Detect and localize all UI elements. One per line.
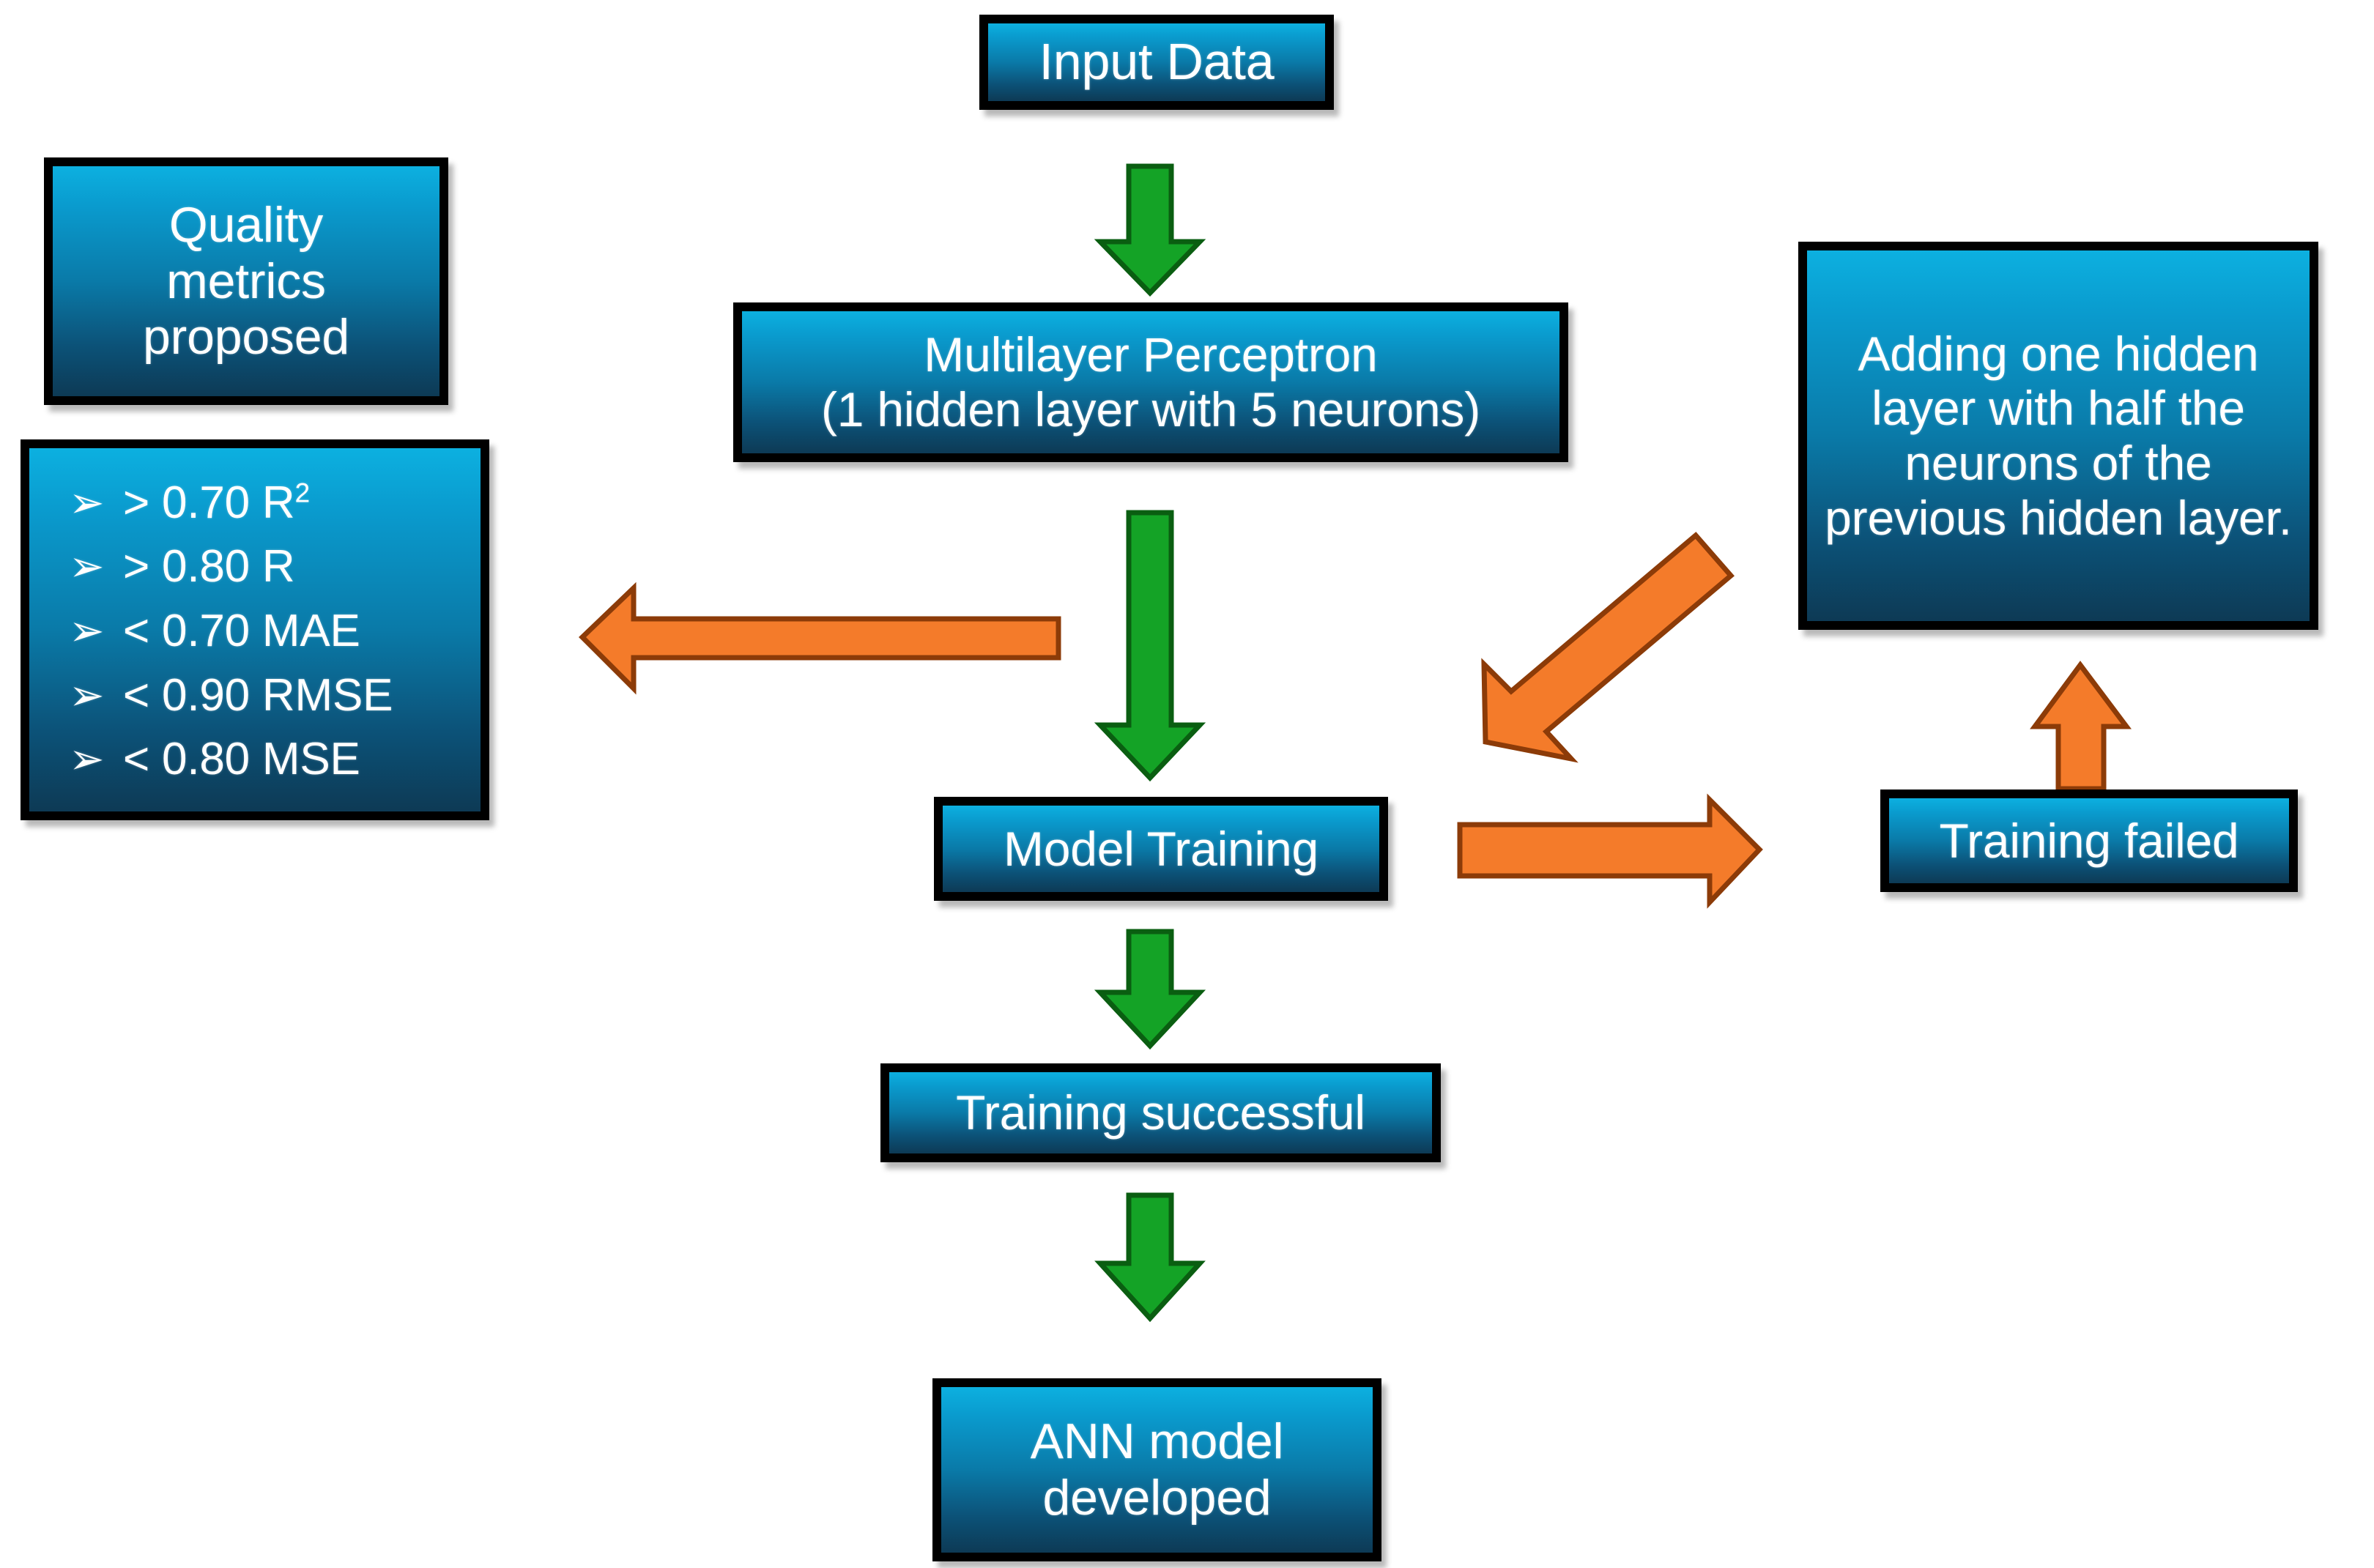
arrow-model-training-to-training-failed-icon <box>1457 793 1763 909</box>
metric-label: < 0.80 MSE <box>123 734 360 785</box>
node-model-training-label: Model Training <box>1003 821 1319 876</box>
node-mlp-line-2: (1 hidden layer with 5 neurons) <box>821 382 1480 436</box>
node-adding-hidden-layer[interactable]: Adding one hidden layer with half the ne… <box>1798 242 2318 630</box>
list-item: ➢ < 0.70 MAE <box>29 606 481 657</box>
list-item: ➢ < 0.90 RMSE <box>29 670 481 721</box>
metric-label: < 0.90 RMSE <box>123 669 393 721</box>
arrow-bullet-icon: ➢ <box>69 671 105 719</box>
node-training-successful-label: Training successful <box>956 1085 1365 1140</box>
node-training-successful[interactable]: Training successful <box>880 1063 1441 1162</box>
node-mlp-line-1: Multilayer Perceptron <box>924 327 1378 382</box>
arrow-bullet-icon: ➢ <box>69 478 105 527</box>
arrow-model-training-to-training-successful-icon <box>1094 929 1206 1050</box>
node-ann-model-text: ANN model developed <box>941 1413 1373 1526</box>
metric-label: > 0.70 R2 <box>123 476 311 528</box>
arrow-training-successful-to-ann-model-icon <box>1094 1192 1206 1323</box>
node-quality-line-2: metrics <box>166 253 326 309</box>
arrow-adding-layer-to-model-training-icon <box>1481 532 1735 763</box>
node-quality-metrics-text: Quality metrics proposed <box>53 197 439 365</box>
node-input-data-label: Input Data <box>1039 33 1275 91</box>
node-input-data[interactable]: Input Data <box>979 15 1334 110</box>
node-model-training[interactable]: Model Training <box>934 797 1388 901</box>
metric-label: < 0.70 MAE <box>123 605 360 656</box>
node-metrics-thresholds[interactable]: ➢ > 0.70 R2 ➢ > 0.80 R ➢ < 0.70 MAE ➢ < … <box>21 439 489 820</box>
arrow-bullet-icon: ➢ <box>69 735 105 784</box>
metric-superscript: 2 <box>294 476 311 508</box>
arrow-training-failed-to-adding-layer-icon <box>2030 661 2132 792</box>
arrow-bullet-icon: ➢ <box>69 606 105 655</box>
metric-label: > 0.80 R <box>123 541 295 592</box>
arrow-bullet-icon: ➢ <box>69 543 105 591</box>
node-ann-line-2: developed <box>1042 1470 1272 1526</box>
list-item: ➢ > 0.70 R2 <box>29 478 481 529</box>
node-adding-hidden-layer-label: Adding one hidden layer with half the ne… <box>1825 326 2292 545</box>
node-quality-metrics-proposed[interactable]: Quality metrics proposed <box>44 157 448 405</box>
arrow-input-to-mlp-icon <box>1094 163 1206 297</box>
node-multilayer-perceptron[interactable]: Multilayer Perceptron (1 hidden layer wi… <box>733 302 1568 462</box>
list-item: ➢ > 0.80 R <box>29 541 481 592</box>
arrow-mlp-to-quality-metrics-icon <box>578 582 1061 695</box>
list-item: ➢ < 0.80 MSE <box>29 734 481 785</box>
node-ann-line-1: ANN model <box>1030 1413 1284 1470</box>
node-quality-line-3: proposed <box>143 309 349 365</box>
node-mlp-text: Multilayer Perceptron (1 hidden layer wi… <box>742 327 1559 436</box>
node-training-failed-label: Training failed <box>1939 813 2239 868</box>
arrow-mlp-to-model-training-icon <box>1094 510 1206 782</box>
node-ann-model-developed[interactable]: ANN model developed <box>932 1378 1381 1561</box>
node-training-failed[interactable]: Training failed <box>1880 789 2298 892</box>
node-quality-line-1: Quality <box>168 196 324 253</box>
metrics-threshold-list: ➢ > 0.70 R2 ➢ > 0.80 R ➢ < 0.70 MAE ➢ < … <box>29 464 481 798</box>
